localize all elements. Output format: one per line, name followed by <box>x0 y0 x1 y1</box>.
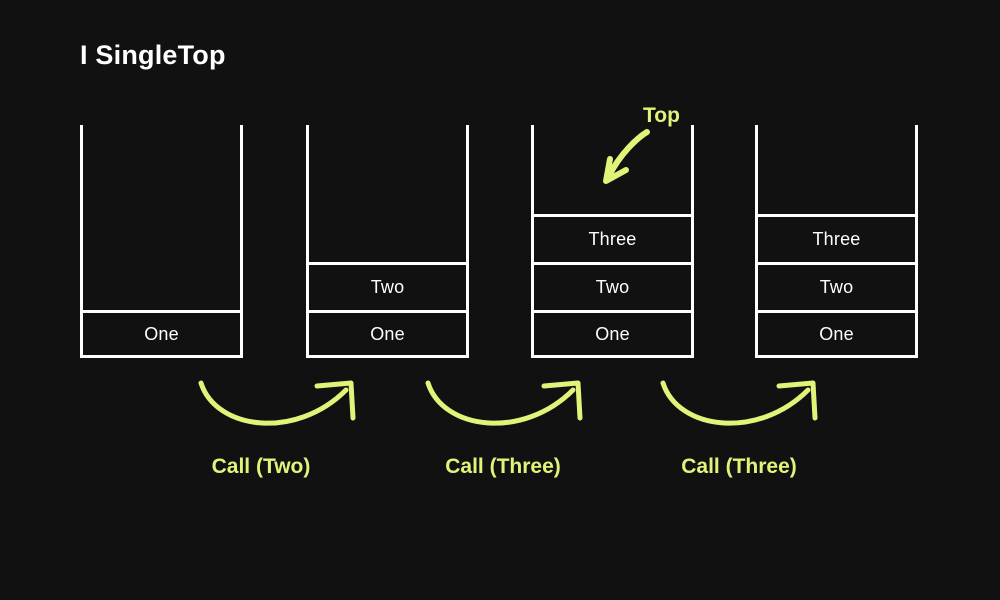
stack-3: Three Two One <box>531 125 694 358</box>
stack-cell: One <box>306 310 469 358</box>
transition-label: Call (Three) <box>681 455 797 478</box>
stack-cell: Three <box>531 214 694 262</box>
stack-cell: Two <box>531 262 694 310</box>
top-pointer-label: Top <box>643 104 680 127</box>
stack-cells: Three Two One <box>531 214 694 358</box>
stack-cells: Three Two One <box>755 214 918 358</box>
stack-wall-left <box>80 125 83 358</box>
curved-arrow-up-right-icon <box>425 380 583 426</box>
curved-arrow-up-right-icon <box>660 380 818 426</box>
stack-wall-right <box>240 125 243 358</box>
stack-wall-left <box>306 125 309 358</box>
stack-cell: Two <box>755 262 918 310</box>
stack-cell: Three <box>755 214 918 262</box>
stack-2: Two One <box>306 125 469 358</box>
stack-cell: Two <box>306 262 469 310</box>
transition-label: Call (Three) <box>445 455 561 478</box>
page-title: I SingleTop <box>80 40 226 70</box>
curved-arrow-up-right-icon <box>198 380 356 426</box>
stack-cells: One <box>80 310 243 358</box>
stack-1: One <box>80 125 243 358</box>
curved-arrow-down-left-icon <box>603 129 650 184</box>
stack-cell: One <box>80 310 243 358</box>
transition-label: Call (Two) <box>211 455 311 478</box>
stack-cell: One <box>531 310 694 358</box>
stack-4: Three Two One <box>755 125 918 358</box>
stack-wall-right <box>466 125 469 358</box>
stack-cells: Two One <box>306 262 469 358</box>
stack-cell: One <box>755 310 918 358</box>
